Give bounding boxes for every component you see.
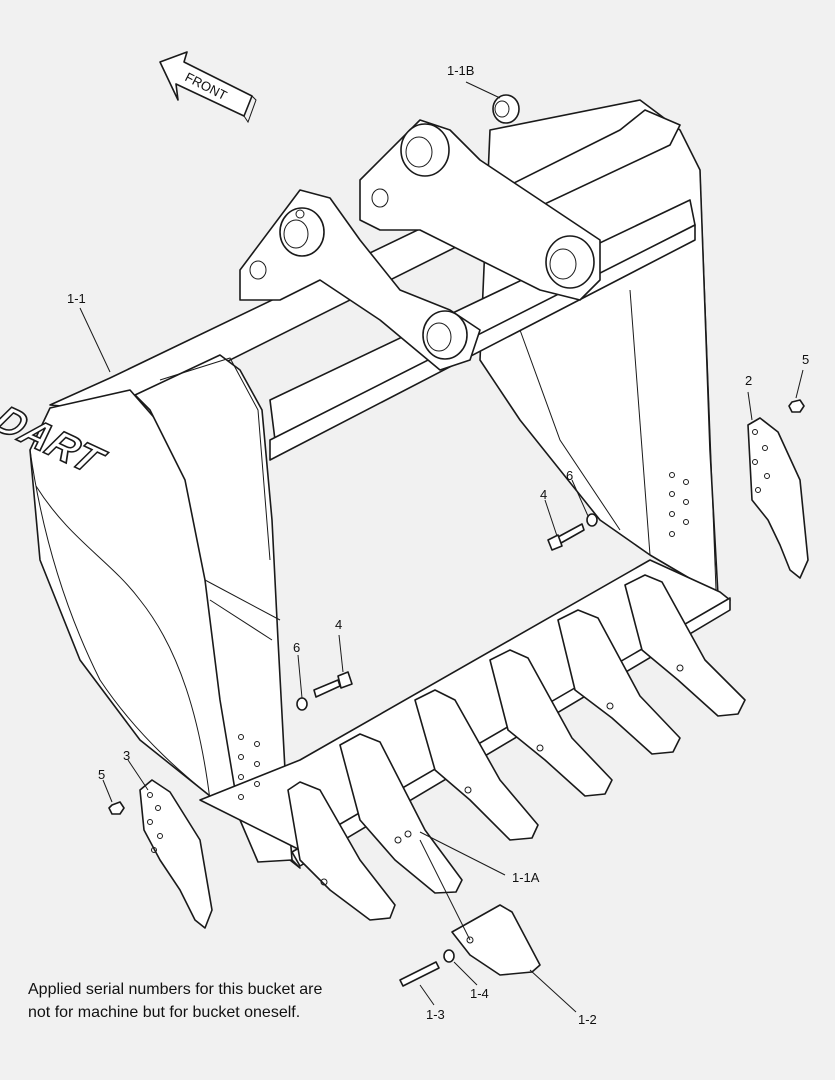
side-cutter-right [747, 417, 809, 579]
bucket-teeth [287, 574, 746, 921]
exploded-tooth [399, 904, 541, 987]
callout-4-lower: 4 [335, 617, 342, 632]
side-holes-left [238, 734, 260, 800]
callout-6-lower: 6 [293, 640, 300, 655]
bushing-1-1B [492, 94, 520, 124]
callout-4-upper: 4 [540, 487, 547, 502]
callout-5-right: 5 [802, 352, 809, 367]
note-line-2: not for machine but for bucket oneself. [28, 1004, 301, 1021]
side-holes-right [669, 472, 689, 537]
callout-1-2: 1-2 [578, 1012, 597, 1027]
callout-2: 2 [745, 373, 752, 388]
note-line-1: Applied serial numbers for this bucket a… [28, 981, 323, 998]
hardware [108, 399, 805, 815]
mounting-brackets [239, 119, 601, 371]
callout-3: 3 [123, 748, 130, 763]
callout-1-1B: 1-1B [447, 63, 474, 78]
callout-6-upper: 6 [566, 468, 573, 483]
front-arrow: FRONT [159, 51, 257, 124]
callout-1-1: 1-1 [67, 291, 86, 306]
serial-number-note: Applied serial numbers for this bucket a… [28, 978, 322, 1024]
callout-labels: 1-1B 1-1 2 5 6 4 6 4 3 5 1-1A 1-3 1-4 1-… [67, 63, 809, 1027]
side-cutter-left [139, 779, 213, 929]
callout-5-left: 5 [98, 767, 105, 782]
callout-1-4: 1-4 [470, 986, 489, 1001]
leader-lines [79, 81, 804, 1013]
callout-1-1A: 1-1A [512, 870, 540, 885]
callout-1-3: 1-3 [426, 1007, 445, 1022]
